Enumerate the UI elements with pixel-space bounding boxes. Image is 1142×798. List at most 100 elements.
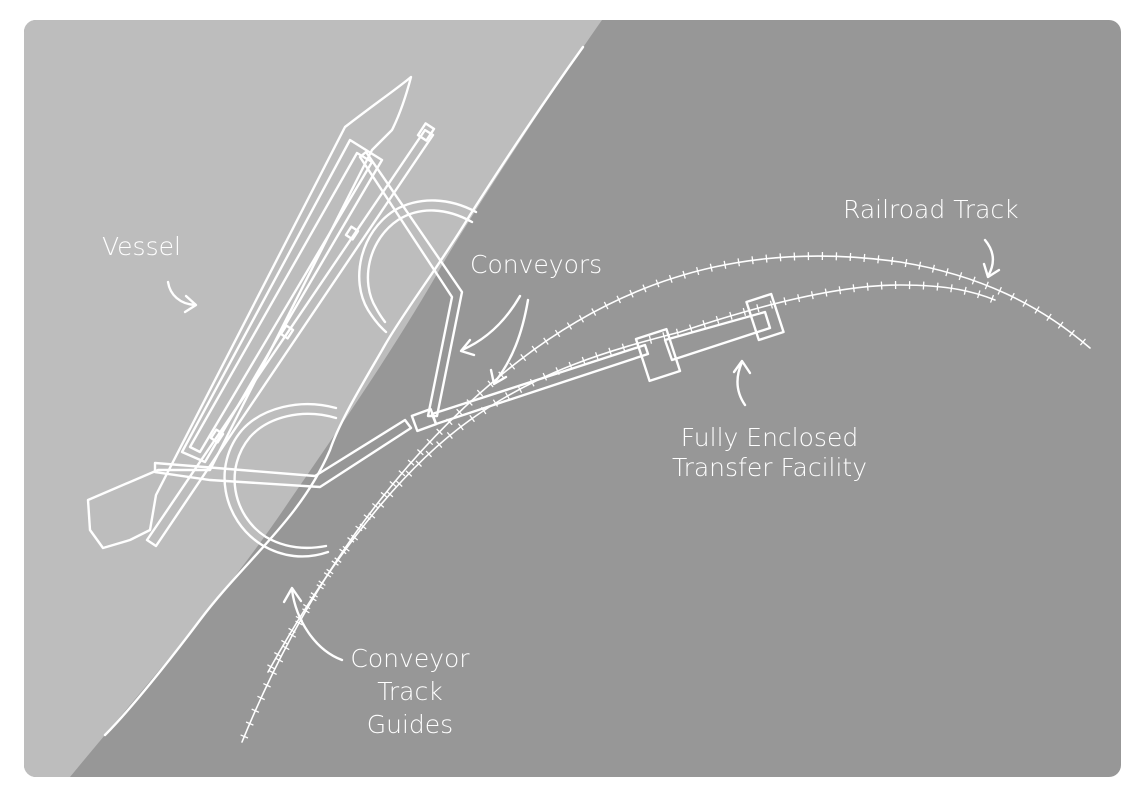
- railroad-tie: [302, 608, 310, 614]
- railroad-tie: [769, 300, 774, 309]
- railroad-tie: [426, 438, 434, 446]
- railroad-tie: [945, 268, 949, 277]
- railroad-tie: [436, 428, 443, 436]
- railroad-tie: [1046, 313, 1052, 322]
- railroad-tie: [1010, 292, 1015, 301]
- railroad-tie: [642, 284, 647, 293]
- conveyors-arrow-2-head: [489, 368, 508, 386]
- railroad-tie: [976, 290, 981, 299]
- vessel-hatch-3: [209, 428, 225, 444]
- railroad-tie: [529, 378, 535, 387]
- railroad-tie: [989, 294, 995, 303]
- label-track-guides-line-3: Guides: [366, 710, 454, 739]
- railroad-tie: [838, 286, 842, 295]
- railroad-tie: [281, 645, 290, 651]
- railroad-tie: [334, 557, 342, 563]
- railroad-tie: [257, 695, 265, 701]
- railroad-tie: [971, 276, 976, 285]
- railroad-tie: [415, 460, 422, 467]
- conveyors-arrow-1: [460, 294, 522, 352]
- track-guide-upper: [358, 199, 478, 334]
- railroad-tie: [824, 288, 828, 297]
- railroad-tie: [302, 603, 311, 610]
- railroad-tie: [984, 281, 989, 290]
- transfer-facility: [634, 292, 785, 383]
- railroad-tie: [543, 337, 549, 345]
- railroad-tie: [240, 734, 249, 739]
- shoreline: [103, 45, 585, 737]
- railroad-tie: [566, 322, 573, 330]
- railroad-tie: [476, 389, 484, 397]
- railroad-tie: [581, 356, 586, 365]
- railroad-tie: [963, 286, 967, 295]
- railroad-tie: [765, 254, 768, 263]
- railroad-tie: [877, 255, 880, 264]
- railroad-ties: [240, 252, 1086, 739]
- railroad-tie: [310, 592, 318, 598]
- railroad-tie: [709, 263, 713, 272]
- transfer-arrow: [736, 360, 747, 407]
- railroad-tie: [446, 431, 453, 439]
- railroad-tie: [316, 584, 324, 590]
- railroad-tie: [309, 596, 317, 602]
- railroad-tie: [456, 408, 463, 416]
- railroad-tie: [288, 632, 297, 638]
- railroad-tie: [359, 523, 367, 530]
- railroad-tie: [446, 418, 453, 426]
- railroad-tie: [395, 480, 403, 487]
- railroad-tie: [997, 286, 1002, 295]
- railroad-tie: [931, 264, 935, 273]
- transfer-facility-end-left: [634, 327, 682, 383]
- railroad-tie: [267, 664, 275, 670]
- railroad-tie: [591, 308, 597, 316]
- railroad-tie: [531, 345, 538, 353]
- railroad-tie: [504, 392, 511, 400]
- railroad-tie: [274, 652, 282, 658]
- vessel-deck-outline: [180, 138, 384, 464]
- railroad-tie: [326, 568, 334, 575]
- railroad-tie: [918, 261, 922, 270]
- vessel-rail-end: [416, 122, 436, 142]
- railroad-tie: [616, 295, 622, 304]
- railroad-tie: [517, 385, 523, 393]
- railroad-tie: [342, 545, 350, 552]
- railroad-tie: [318, 580, 326, 586]
- railroad-tie: [555, 367, 560, 375]
- railroad-arrow-head: [982, 262, 1001, 279]
- railroad-tie: [520, 353, 527, 362]
- railroad-tie: [436, 441, 443, 448]
- railroad-tie: [568, 361, 573, 370]
- callout-arrows: [166, 238, 1001, 662]
- railroad-tie: [554, 329, 561, 338]
- transfer-facility-body: [663, 310, 772, 362]
- conveyor-main-line: [430, 343, 650, 426]
- railroad-tie: [480, 406, 487, 415]
- conveyor-upper-boom: [358, 150, 464, 418]
- railroad-tie: [339, 548, 347, 555]
- railroad-tie: [742, 307, 747, 316]
- railroad-tie: [407, 459, 415, 466]
- railroad-tie: [682, 270, 686, 279]
- railroad-tie: [866, 282, 869, 291]
- railroad-tie: [655, 279, 660, 288]
- railroad-tie: [1068, 329, 1075, 337]
- railroad-tie: [635, 339, 639, 348]
- railroad-track: [240, 252, 1091, 743]
- railroad-tie: [350, 534, 359, 541]
- label-transfer-facility-line-1: Fully Enclosed: [680, 423, 859, 452]
- railroad-track-inner: [267, 284, 996, 673]
- transfer-arrow-head: [732, 359, 752, 375]
- railroad-tie: [380, 491, 388, 498]
- railroad-tie: [737, 258, 741, 267]
- railroad-tie: [578, 315, 585, 323]
- railroad-tie: [405, 470, 413, 477]
- conveyors-arrow-1-head: [459, 338, 476, 357]
- railroad-tie: [852, 284, 855, 293]
- conveyors: [153, 150, 650, 489]
- railroad-tie: [629, 289, 634, 298]
- railroad-tie: [779, 253, 782, 262]
- vessel-inner-rail: [188, 151, 374, 454]
- railroad-tie: [368, 512, 376, 519]
- railroad-tie: [648, 335, 653, 344]
- guides-arrow: [290, 588, 344, 662]
